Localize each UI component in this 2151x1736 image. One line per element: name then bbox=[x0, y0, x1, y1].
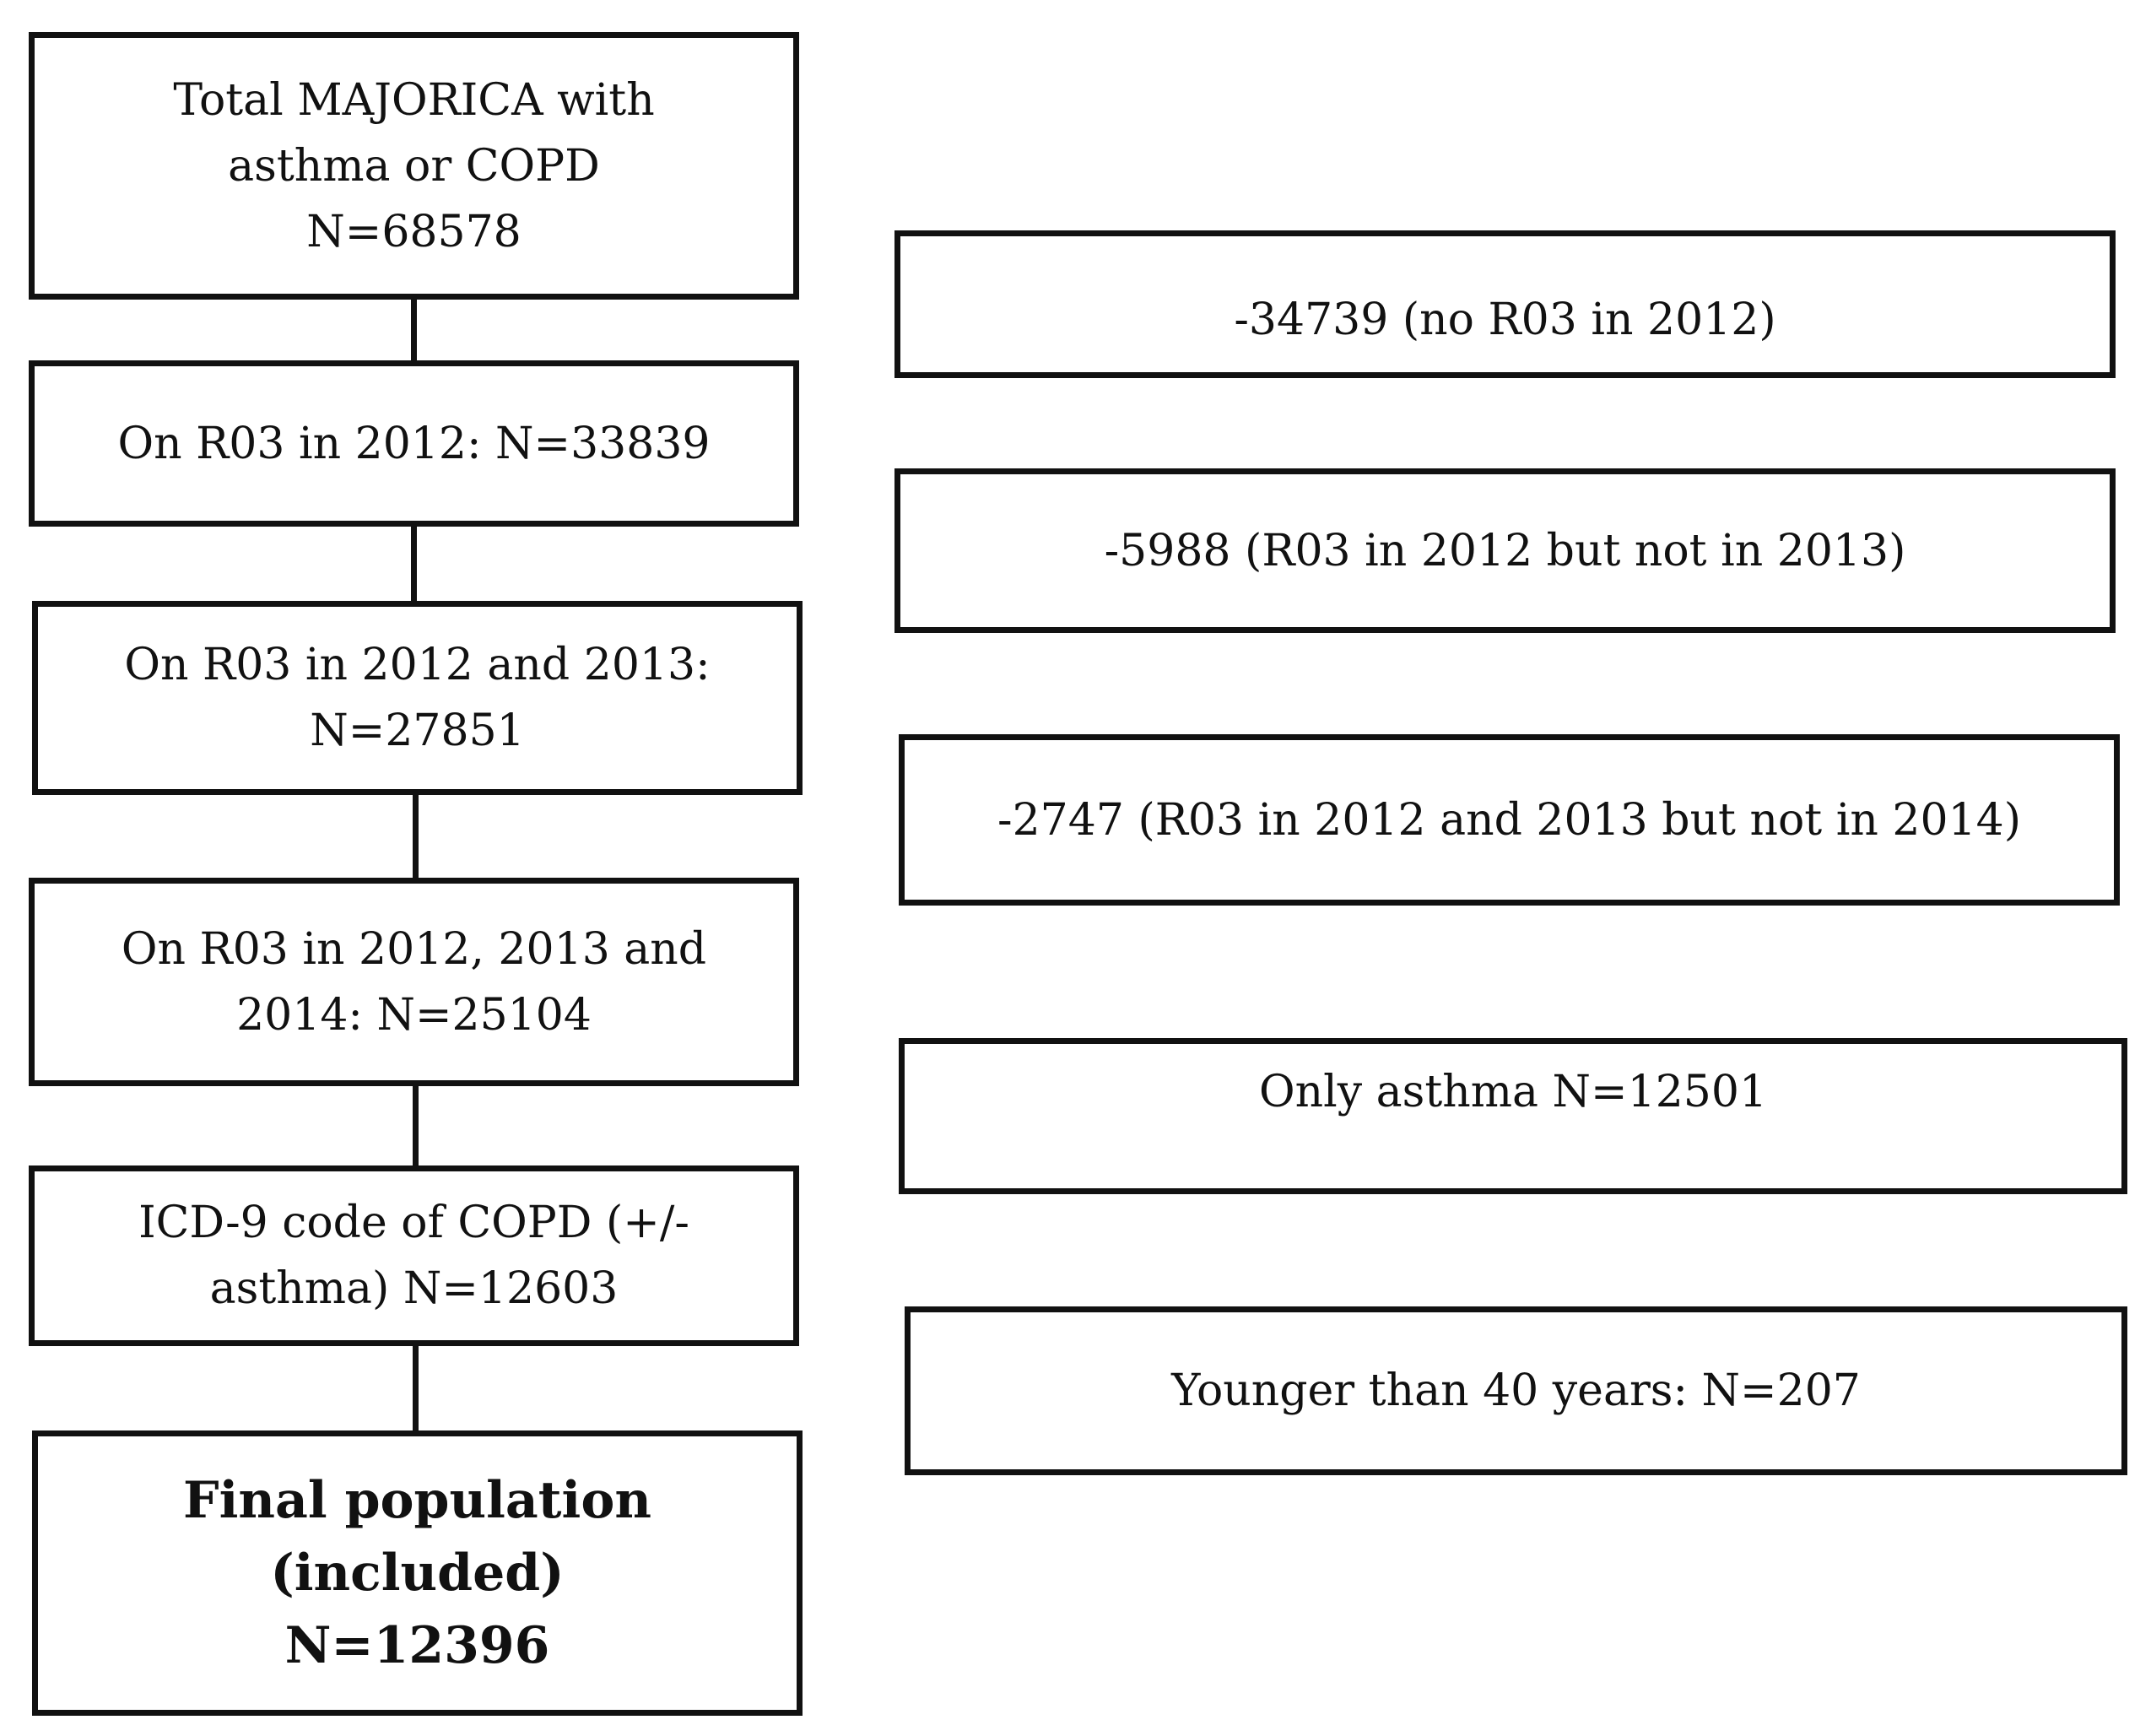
exclusion-no-r03-2012: -34739 (no R03 in 2012) bbox=[894, 230, 2116, 378]
exclusion-only-asthma-text: Only asthma N=12501 bbox=[1258, 1067, 1768, 1117]
exclusion-not-2013: -5988 (R03 in 2012 but not in 2013) bbox=[894, 468, 2116, 633]
exclusion-not-2014: -2747 (R03 in 2012 and 2013 but not in 2… bbox=[899, 734, 2120, 906]
step-r03-2012-2013-2014: On R03 in 2012, 2013 and 2014: N=25104 bbox=[29, 878, 799, 1086]
connector-4 bbox=[413, 1086, 419, 1165]
step-icd9-copd-line-2: asthma) N=12603 bbox=[209, 1263, 619, 1314]
connector-1 bbox=[411, 300, 417, 360]
step-total-line-1: Total MAJORICA with bbox=[173, 74, 655, 126]
exclusion-younger-40-text: Younger than 40 years: N=207 bbox=[1171, 1366, 1861, 1416]
exclusion-only-asthma: Only asthma N=12501 bbox=[899, 1038, 2127, 1194]
connector-3 bbox=[413, 795, 419, 878]
step-r03-2012: On R03 in 2012: N=33839 bbox=[29, 360, 799, 527]
exclusion-not-2014-text: -2747 (R03 in 2012 and 2013 but not in 2… bbox=[997, 794, 2021, 846]
step-r03-2012-2013-line-2: N=27851 bbox=[310, 706, 525, 756]
step-final-line-1: Final population bbox=[183, 1471, 651, 1530]
step-final-line-2: (included) bbox=[270, 1544, 565, 1603]
exclusion-no-r03-2012-text: -34739 (no R03 in 2012) bbox=[1234, 294, 1776, 345]
connector-2 bbox=[411, 527, 417, 601]
step-r03-2012-line-1: On R03 in 2012: N=33839 bbox=[117, 418, 711, 469]
step-icd9-copd: ICD-9 code of COPD (+/- asthma) N=12603 bbox=[29, 1165, 799, 1346]
step-r03-2012-2013-2014-line-1: On R03 in 2012, 2013 and bbox=[121, 923, 707, 975]
step-icd9-copd-line-1: ICD-9 code of COPD (+/- bbox=[138, 1198, 689, 1248]
step-r03-2012-2013-2014-line-2: 2014: N=25104 bbox=[236, 989, 592, 1041]
exclusion-not-2013-text: -5988 (R03 in 2012 but not in 2013) bbox=[1104, 525, 1906, 576]
step-final-population: Final population (included) N=12396 bbox=[32, 1430, 803, 1716]
step-total-majorica: Total MAJORICA with asthma or COPD N=685… bbox=[29, 32, 799, 300]
step-total-line-3: N=68578 bbox=[306, 206, 522, 257]
connector-5 bbox=[413, 1346, 419, 1430]
step-total-line-2: asthma or COPD bbox=[228, 140, 600, 192]
exclusion-younger-40: Younger than 40 years: N=207 bbox=[905, 1306, 2127, 1475]
step-r03-2012-2013-line-1: On R03 in 2012 and 2013: bbox=[124, 640, 711, 690]
step-final-line-3: N=12396 bbox=[284, 1616, 550, 1675]
step-r03-2012-2013: On R03 in 2012 and 2013: N=27851 bbox=[32, 601, 803, 795]
